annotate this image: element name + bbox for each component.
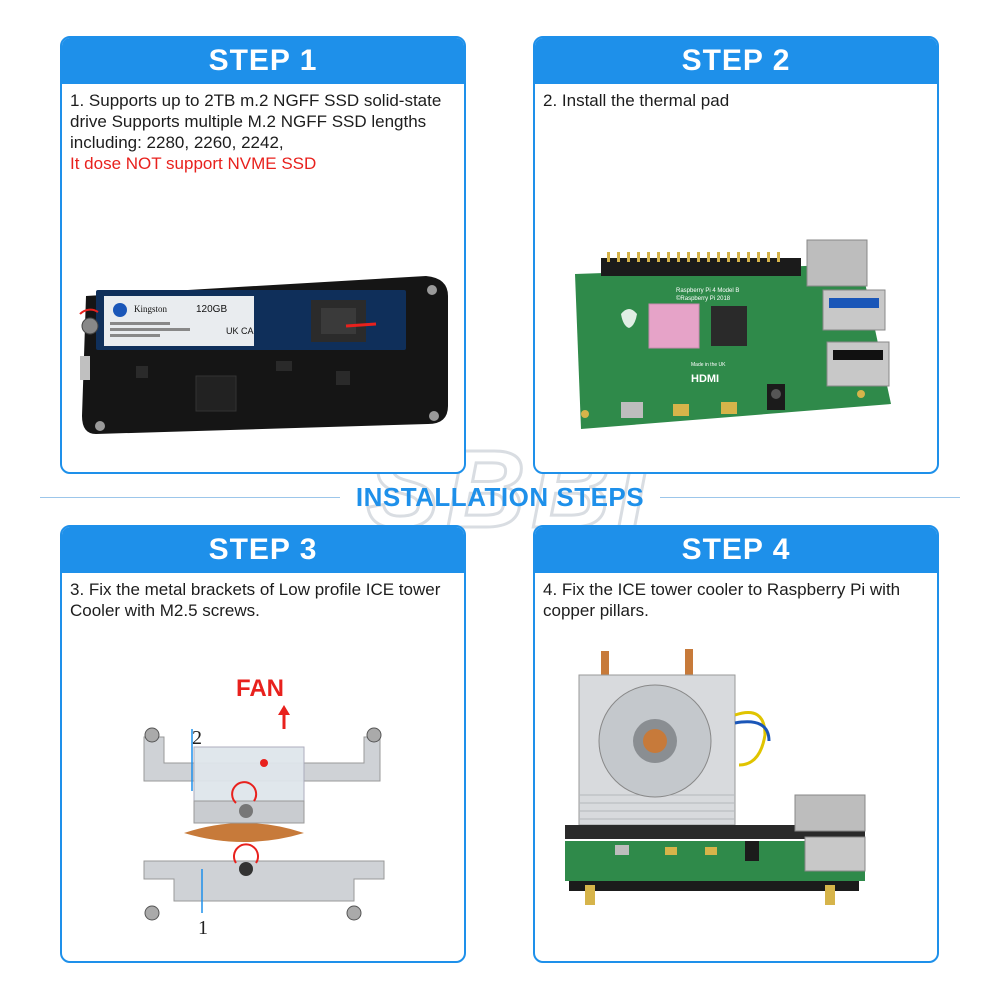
step-1-heading: STEP 1 <box>62 38 464 84</box>
made-in-label: Made in the UK <box>691 362 726 368</box>
step-1-text: 1. Supports up to 2TB m.2 NGFF SSD solid… <box>70 91 442 152</box>
section-divider: INSTALLATION STEPS <box>0 478 1000 518</box>
ssd-mark-label: UK CA <box>226 326 254 336</box>
step-4-description: 4. Fix the ICE tower cooler to Raspberry… <box>543 579 929 621</box>
divider-line-left <box>40 497 340 498</box>
step-4-card: STEP 4 4. Fix the ICE tower cooler to Ra… <box>533 525 939 963</box>
hdmi-label: HDMI <box>691 373 719 385</box>
ssd-adapter-image: Kingston 120GB UK CA <box>76 266 456 441</box>
step-1-warning: It dose NOT support NVME SSD <box>70 154 317 173</box>
step-2-description: 2. Install the thermal pad <box>543 90 929 111</box>
step-2-heading: STEP 2 <box>535 38 937 84</box>
step-2-text: 2. Install the thermal pad <box>543 91 730 110</box>
divider-line-right <box>660 497 960 498</box>
section-title: INSTALLATION STEPS <box>355 482 645 512</box>
ssd-capacity-label: 120GB <box>196 304 227 315</box>
step-4-text: 4. Fix the ICE tower cooler to Raspberry… <box>543 580 901 620</box>
step-3-card: STEP 3 3. Fix the metal brackets of Low … <box>60 525 466 963</box>
fan-label: FAN <box>236 675 284 702</box>
step-3-text: 3. Fix the metal brackets of Low profile… <box>70 580 441 620</box>
step-3-heading: STEP 3 <box>62 527 464 573</box>
step-1-card: STEP 1 1. Supports up to 2TB m.2 NGFF SS… <box>60 36 466 474</box>
step-2-card: STEP 2 2. Install the thermal pad <box>533 36 939 474</box>
raspberry-pi-image: Raspberry Pi 4 Model B ©Raspberry Pi 201… <box>561 234 921 444</box>
step-4-heading: STEP 4 <box>535 527 937 573</box>
board-copyright-label: ©Raspberry Pi 2018 <box>676 295 731 302</box>
step-1-description: 1. Supports up to 2TB m.2 NGFF SSD solid… <box>70 90 456 174</box>
step-3-description: 3. Fix the metal brackets of Low profile… <box>70 579 456 621</box>
cooler-bracket-image <box>134 701 394 941</box>
bracket-1-label: 1 <box>198 917 208 939</box>
board-title-label: Raspberry Pi 4 Model B <box>676 288 739 294</box>
ice-tower-on-pi-image <box>555 645 895 925</box>
ssd-brand-label: Kingston <box>134 304 168 314</box>
bracket-2-label: 2 <box>192 727 202 749</box>
